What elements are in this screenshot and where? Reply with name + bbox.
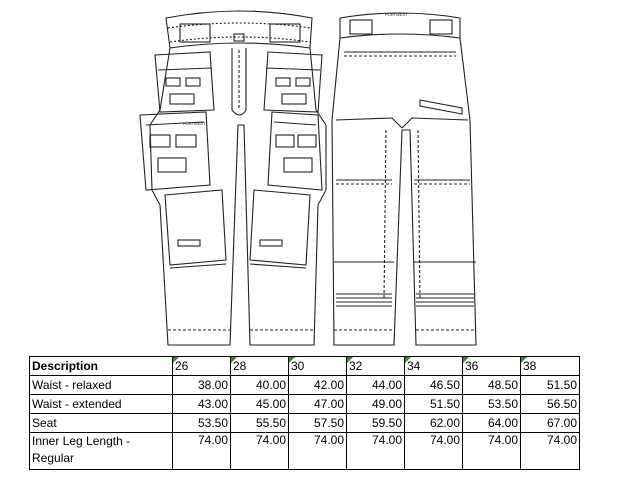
table-cell: 57.50 [288, 413, 347, 433]
table-row: Inner Leg Length - Regular 74.00 74.00 7… [29, 432, 580, 470]
flag-marker [521, 357, 527, 363]
table-cell: 51.50 [404, 394, 463, 414]
table-cell: 56.50 [520, 394, 580, 414]
table-cell: 74.00 [288, 432, 347, 470]
front-brand-label: PORTWEST [183, 121, 206, 126]
flag-marker [231, 357, 237, 363]
back-view-trousers [331, 12, 477, 346]
table-row: Seat 53.50 55.50 57.50 59.50 62.00 64.00… [29, 413, 580, 433]
table-row: Waist - relaxed 38.00 40.00 42.00 44.00 … [29, 375, 580, 395]
table-cell: 74.00 [404, 432, 463, 470]
table-cell: 74.00 [462, 432, 521, 470]
table-cell: 74.00 [520, 432, 580, 470]
header-size-32: 32 [346, 356, 405, 376]
table-cell: 55.50 [230, 413, 289, 433]
table-cell: 67.00 [520, 413, 580, 433]
table-cell: 59.50 [346, 413, 405, 433]
table-cell: 44.00 [346, 375, 405, 395]
table-cell: 62.00 [404, 413, 463, 433]
flag-marker [405, 357, 411, 363]
flag-marker [347, 357, 353, 363]
header-size-26: 26 [172, 356, 231, 376]
table-cell: 43.00 [172, 394, 231, 414]
row-label: Waist - relaxed [29, 375, 173, 395]
row-label: Seat [29, 413, 173, 433]
table-cell: 51.50 [520, 375, 580, 395]
table-cell: 74.00 [172, 432, 231, 470]
header-size-30: 30 [288, 356, 347, 376]
back-brand-label: PORTWEST [385, 12, 408, 17]
table-cell: 47.00 [288, 394, 347, 414]
table-cell: 42.00 [288, 375, 347, 395]
flag-marker [289, 357, 295, 363]
header-size-36: 36 [462, 356, 521, 376]
flag-marker [463, 357, 469, 363]
table-cell: 64.00 [462, 413, 521, 433]
row-label: Waist - extended [29, 394, 173, 414]
table-cell: 40.00 [230, 375, 289, 395]
table-row: Waist - extended 43.00 45.00 47.00 49.00… [29, 394, 580, 414]
row-label: Inner Leg Length - Regular [29, 432, 173, 470]
header-size-38: 38 [520, 356, 580, 376]
trousers-technical-drawing: PORTWEST PORTWEST [139, 10, 477, 346]
table-header-row: Description 26 28 30 32 34 36 38 [29, 356, 580, 376]
header-size-34: 34 [404, 356, 463, 376]
table-cell: 38.00 [172, 375, 231, 395]
front-view-trousers [139, 10, 327, 346]
header-size-28: 28 [230, 356, 289, 376]
table-cell: 74.00 [346, 432, 405, 470]
size-chart-table: Description 26 28 30 32 34 36 38 Waist -… [29, 356, 580, 470]
table-cell: 53.50 [172, 413, 231, 433]
table-cell: 45.00 [230, 394, 289, 414]
header-description: Description [29, 356, 173, 376]
table-cell: 46.50 [404, 375, 463, 395]
flag-marker [173, 357, 179, 363]
table-cell: 53.50 [462, 394, 521, 414]
table-cell: 48.50 [462, 375, 521, 395]
table-cell: 74.00 [230, 432, 289, 470]
table-cell: 49.00 [346, 394, 405, 414]
